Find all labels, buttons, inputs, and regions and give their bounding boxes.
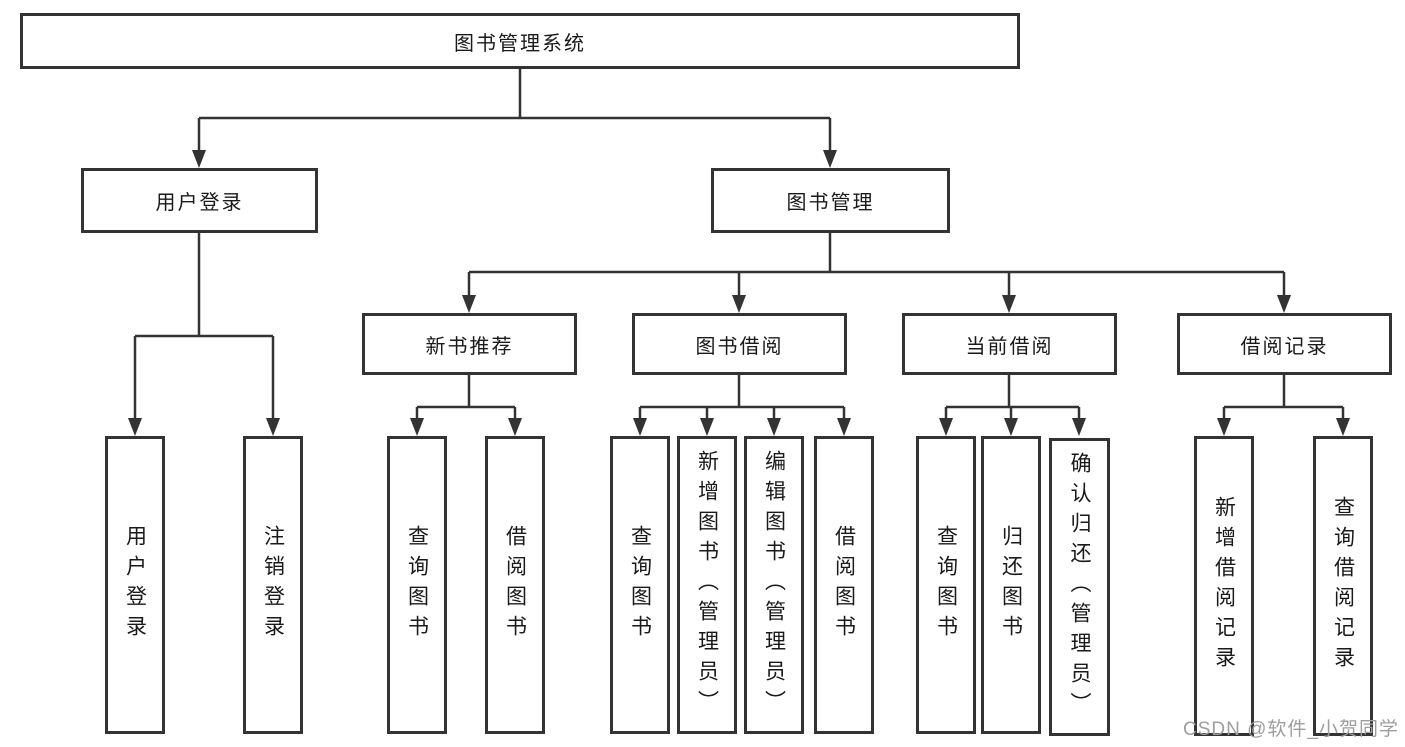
node-user-login: 用户登录 xyxy=(81,168,318,233)
leaf-query-books-borrow: 查询图书 xyxy=(610,436,670,734)
leaf-label: 注销登录 xyxy=(261,525,285,645)
node-root: 图书管理系统 xyxy=(20,13,1020,69)
node-label: 当前借阅 xyxy=(965,335,1054,358)
csdn-watermark: CSDN @软件_小贺同学 xyxy=(1183,719,1399,740)
leaf-label: 借阅图书 xyxy=(832,525,856,645)
leaf-logout: 注销登录 xyxy=(243,436,303,734)
leaf-label: 查询借阅记录 xyxy=(1331,496,1355,676)
node-label: 借阅记录 xyxy=(1240,335,1329,358)
leaf-label: 新增图书（管理员） xyxy=(695,450,719,720)
node-label: 图书管理 xyxy=(786,192,875,214)
node-book-borrow: 图书借阅 xyxy=(632,313,847,375)
leaf-user-login: 用户登录 xyxy=(105,436,165,734)
node-label: 图书借阅 xyxy=(695,335,784,358)
leaf-borrow-books-newbook: 借阅图书 xyxy=(485,436,545,734)
node-new-book-recommend: 新书推荐 xyxy=(362,313,577,375)
node-borrow-records: 借阅记录 xyxy=(1177,313,1392,375)
root-label: 图书管理系统 xyxy=(454,32,586,55)
leaf-add-book-admin: 新增图书（管理员） xyxy=(677,436,737,734)
leaf-query-books-current: 查询图书 xyxy=(916,436,976,734)
node-current-borrow: 当前借阅 xyxy=(902,313,1117,375)
node-label: 用户登录 xyxy=(155,192,244,214)
leaf-label: 查询图书 xyxy=(628,525,652,645)
leaf-return-book: 归还图书 xyxy=(981,436,1041,734)
leaf-borrow-books-borrow: 借阅图书 xyxy=(814,436,874,734)
leaf-query-borrow-record: 查询借阅记录 xyxy=(1313,436,1373,736)
leaf-query-books-newbook: 查询图书 xyxy=(387,436,447,734)
leaf-label: 查询图书 xyxy=(934,525,958,645)
leaf-add-borrow-record: 新增借阅记录 xyxy=(1194,436,1254,736)
leaf-confirm-return-admin: 确认归还（管理员） xyxy=(1049,438,1110,736)
leaf-label: 归还图书 xyxy=(999,525,1023,645)
node-label: 新书推荐 xyxy=(425,335,514,358)
arrowhead-icons xyxy=(128,150,1350,436)
leaf-label: 编辑图书（管理员） xyxy=(762,450,786,720)
leaf-label: 新增借阅记录 xyxy=(1212,496,1236,676)
leaf-label: 用户登录 xyxy=(123,525,147,645)
leaf-label: 查询图书 xyxy=(405,525,429,645)
leaf-edit-book-admin: 编辑图书（管理员） xyxy=(744,436,804,734)
leaf-label: 借阅图书 xyxy=(503,525,527,645)
leaf-label: 确认归还（管理员） xyxy=(1068,452,1091,722)
node-book-management: 图书管理 xyxy=(711,168,950,233)
